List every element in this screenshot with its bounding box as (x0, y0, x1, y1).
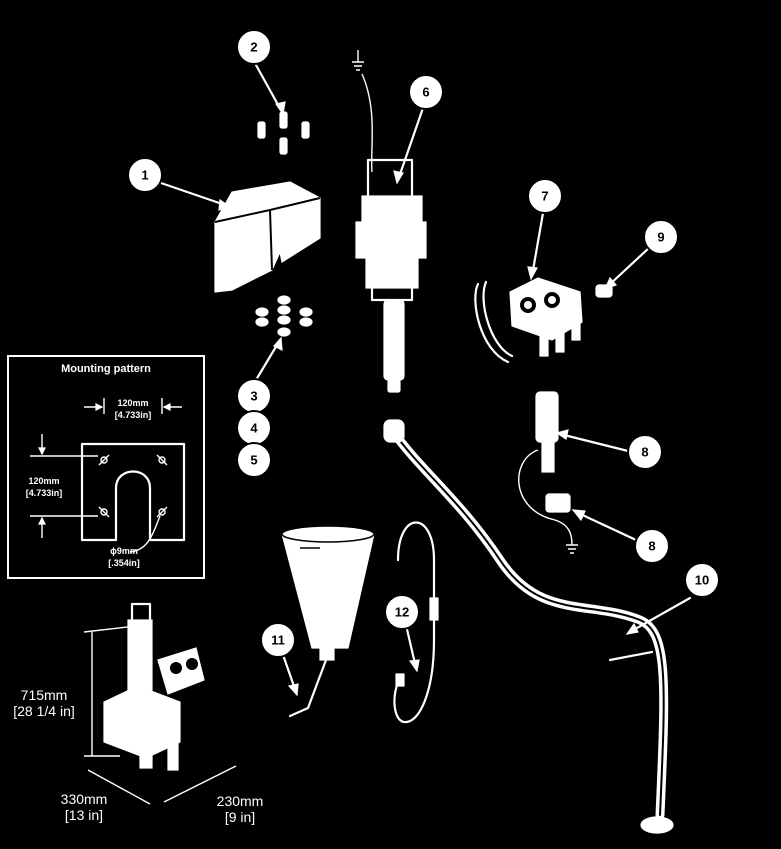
svg-text:4: 4 (250, 421, 258, 436)
height-dim-in: [28 1/4 in] (13, 703, 75, 719)
height-dim: 715mm (21, 687, 68, 703)
part-8-sensor (518, 391, 578, 554)
mounting-horiz-dim: 120mm (117, 398, 148, 408)
callout-10: 10 (684, 562, 720, 598)
svg-text:7: 7 (541, 189, 548, 204)
part-11-funnel (281, 525, 375, 718)
callout-5: 5 (236, 442, 272, 478)
callout-6: 6 (408, 74, 444, 110)
part-10-hose-gun (383, 419, 674, 834)
depth-dim: 330mm (61, 791, 108, 807)
mounting-horiz-dim-in: [4.733in] (115, 410, 152, 420)
svg-text:3: 3 (250, 389, 257, 404)
mounting-pattern-title: Mounting pattern (61, 363, 151, 375)
mounting-hole-dim-in: [.354in] (108, 558, 140, 568)
part-6-pump (352, 50, 427, 393)
callout-2: 2 (236, 29, 272, 65)
svg-text:8: 8 (641, 445, 648, 460)
callout-1: 1 (127, 157, 163, 193)
mounting-pattern-inset: Mounting pattern 120mm [4.733in] 120mm [… (7, 355, 205, 579)
depth-dim-in: [13 in] (65, 807, 103, 823)
svg-text:1: 1 (141, 168, 148, 183)
leader-lines (159, 63, 692, 697)
callout-9: 9 (643, 219, 679, 255)
part-2-screws (257, 111, 310, 155)
svg-text:10: 10 (695, 573, 709, 588)
svg-text:12: 12 (395, 605, 409, 620)
svg-text:8: 8 (648, 539, 655, 554)
svg-text:11: 11 (271, 633, 285, 648)
mounting-vert-dim-in: [4.733in] (26, 488, 63, 498)
mounting-vert-dim: 120mm (28, 476, 59, 486)
part-7-regulator (474, 277, 583, 364)
callout-4: 4 (236, 410, 272, 446)
assembled-unit (83, 602, 237, 805)
callout-3: 3 (236, 378, 272, 414)
part-12-tube (393, 521, 439, 724)
mounting-hole-dim: ϕ9mm (110, 546, 138, 556)
overall-dimensions: 715mm [28 1/4 in] 330mm [13 in] 230mm [9… (13, 687, 263, 825)
callout-12: 12 (384, 594, 420, 630)
callout-8a: 8 (627, 434, 663, 470)
svg-text:9: 9 (657, 230, 664, 245)
callout-8b: 8 (634, 528, 670, 564)
callout-7: 7 (527, 178, 563, 214)
width-dim: 230mm (217, 793, 264, 809)
svg-text:6: 6 (422, 85, 429, 100)
width-dim-in: [9 in] (225, 809, 255, 825)
callout-11: 11 (260, 622, 296, 658)
part-1-mounting-bracket (214, 181, 321, 293)
part-3-4-5-washers-nuts (255, 295, 313, 337)
svg-text:5: 5 (250, 453, 257, 468)
svg-text:2: 2 (250, 40, 257, 55)
